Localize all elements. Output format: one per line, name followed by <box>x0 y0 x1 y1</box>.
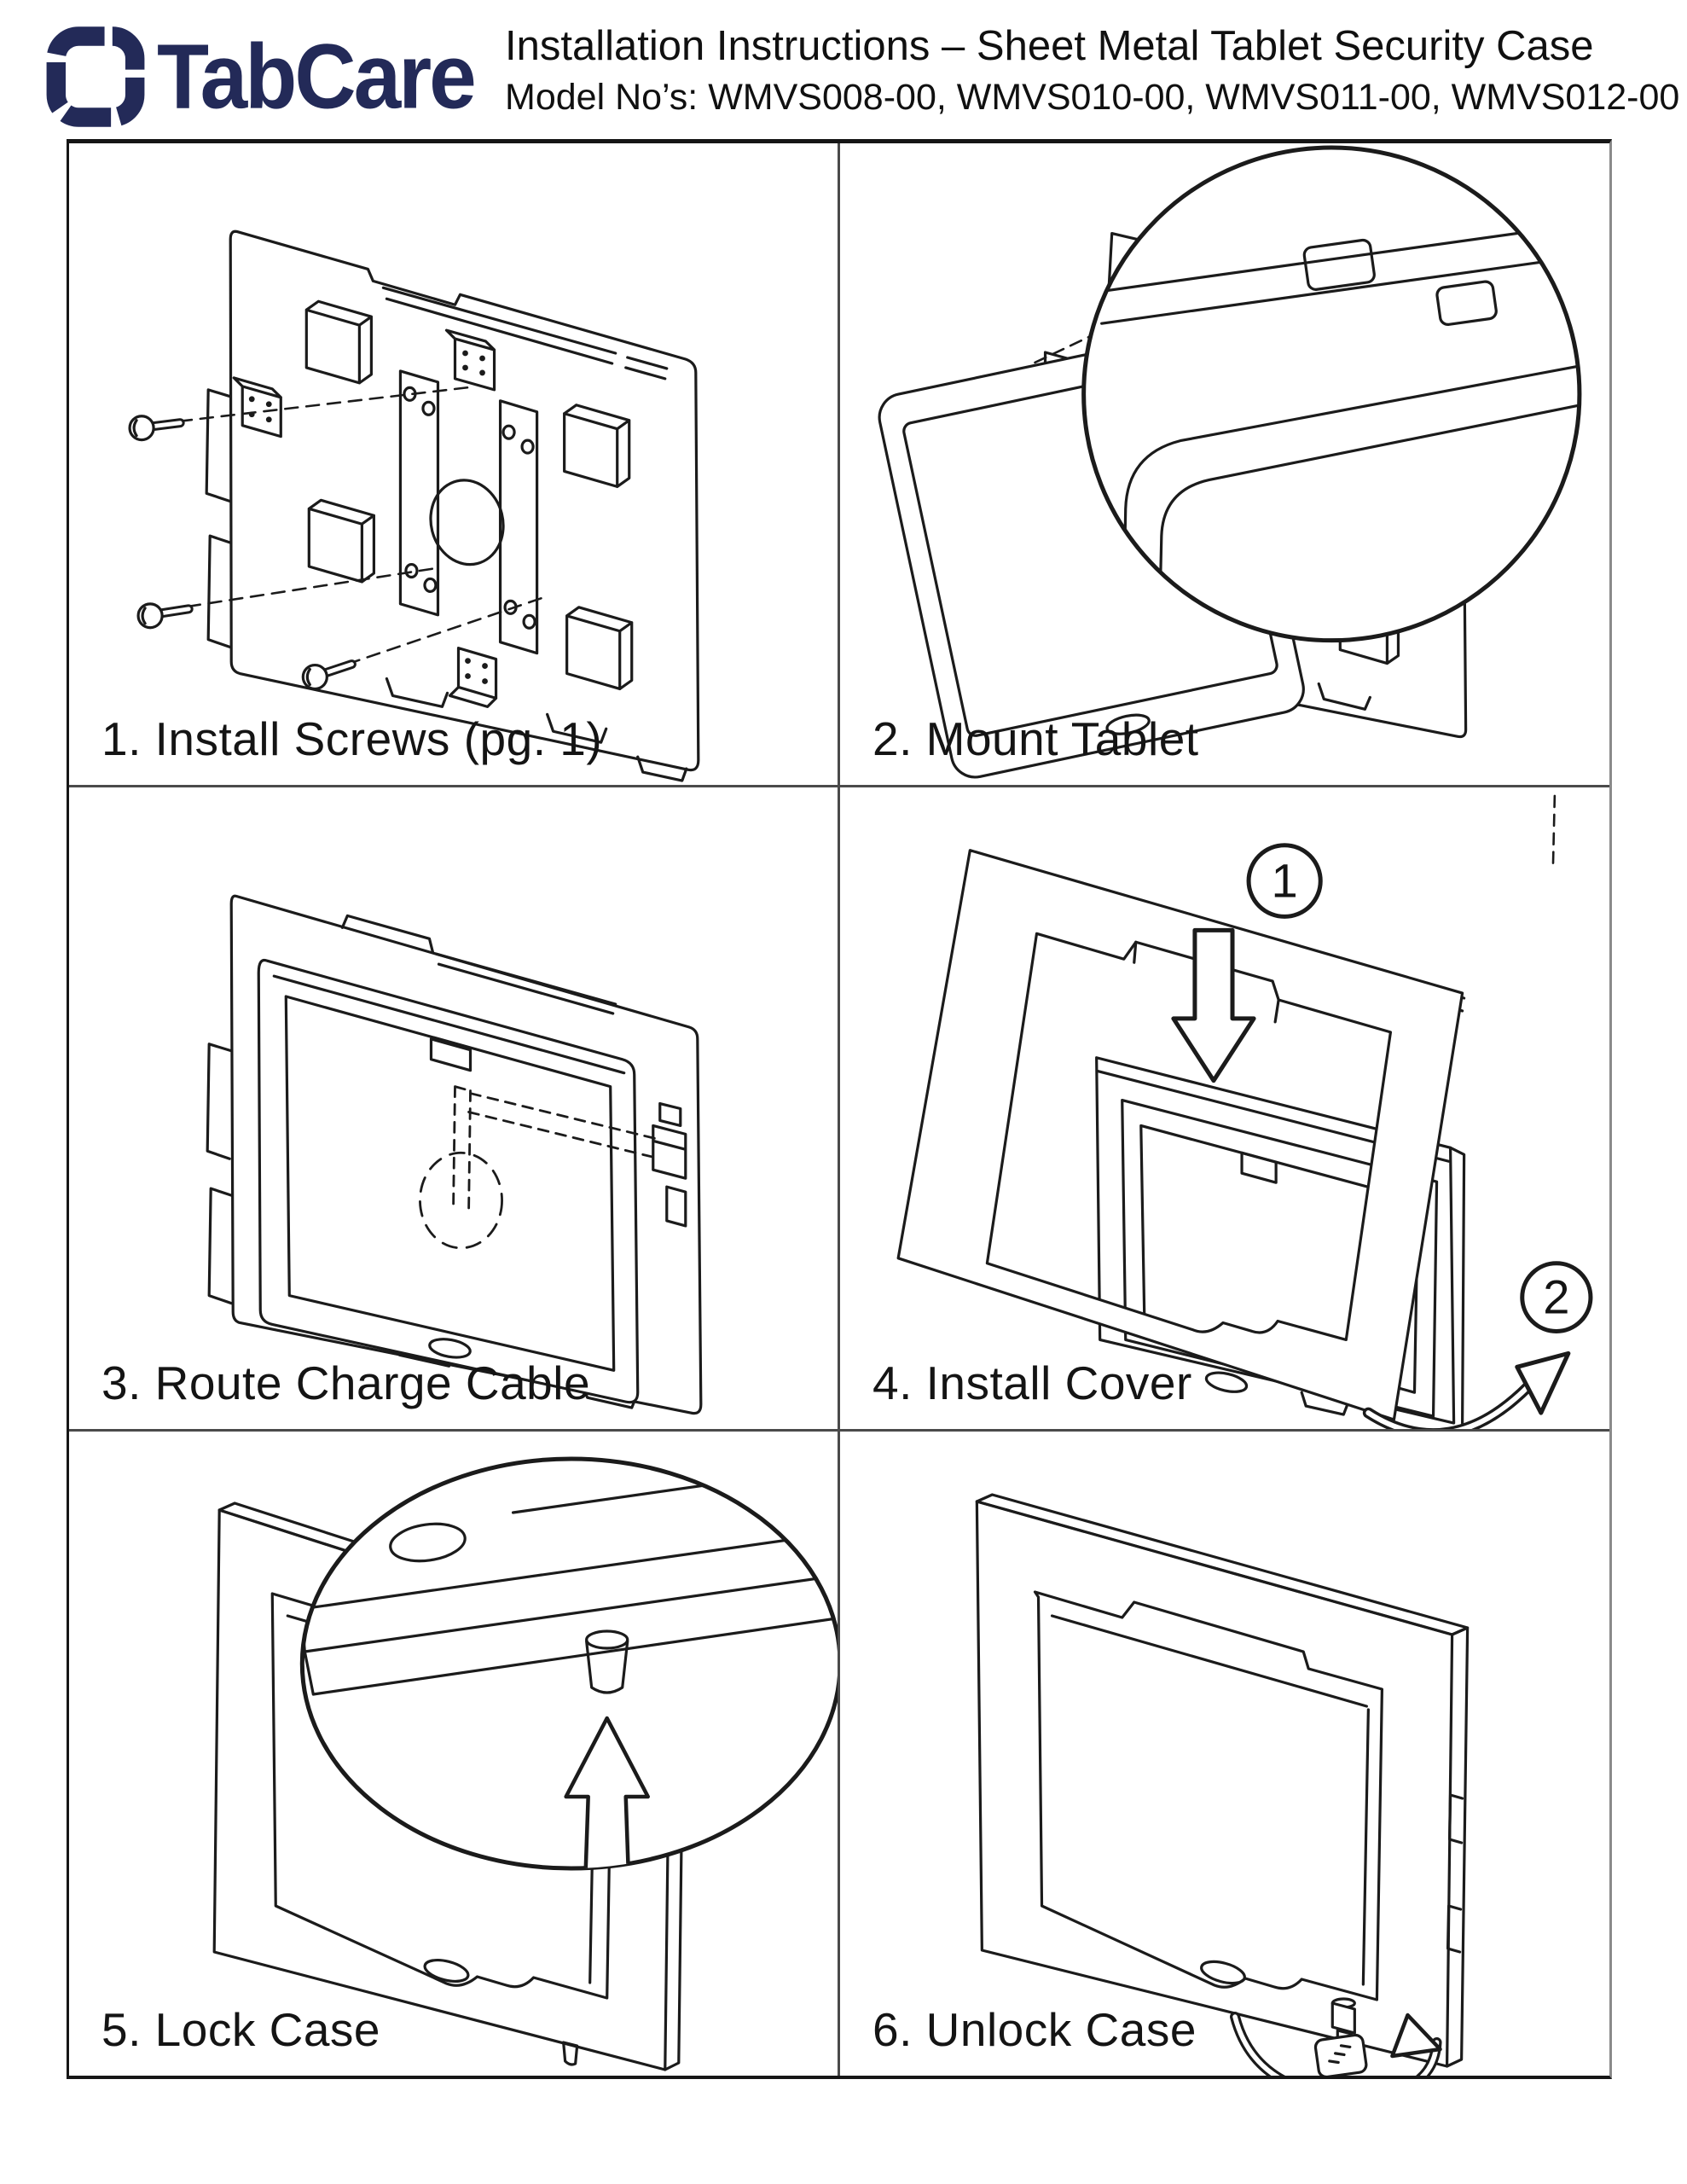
step3-illustration-cable-route <box>206 894 703 1415</box>
callout-1-number: 1 <box>1272 854 1298 908</box>
key-rotation-arrow <box>1230 2012 1442 2076</box>
key-in-lock <box>1313 1997 1368 2076</box>
tablet-logo-icon <box>46 26 145 127</box>
step6-illustration-unlock-case <box>975 1493 1470 2076</box>
step-panel-3: 3. Route Charge Cable <box>69 787 840 1432</box>
callout-1: 1 <box>1171 843 1323 1083</box>
step-panel-2: 2. Mount Tablet <box>840 143 1609 787</box>
rear-tablet-assembly <box>1095 794 1557 1425</box>
step4-illustration-install-cover: 1 2 <box>896 794 1593 1429</box>
step5-illustration-lock-case <box>212 1456 838 2071</box>
home-button <box>1204 1371 1249 1393</box>
home-button <box>423 1959 470 1983</box>
title-block: Installation Instructions – Sheet Metal … <box>505 22 1682 119</box>
callout-2-number: 2 <box>1543 1270 1569 1324</box>
magnified-lock-detail <box>302 1464 838 1868</box>
step5-caption: 5. Lock Case <box>101 2003 381 2056</box>
assembled-case <box>975 1493 1470 2068</box>
back-plate <box>229 894 703 1415</box>
step4-caption: 4. Install Cover <box>872 1356 1192 1409</box>
rotate-arrowhead <box>1515 1350 1571 1415</box>
angle-brackets <box>232 328 498 708</box>
home-button <box>1105 713 1151 735</box>
logo-text: TabCare <box>157 24 477 128</box>
key-head <box>1313 2033 1368 2076</box>
home-button <box>428 1338 472 1359</box>
step-panel-1: 1. Install Screws (pg. 1) <box>69 143 840 787</box>
cable-route-dashes <box>419 1085 660 1250</box>
step3-caption: 3. Route Charge Cable <box>101 1356 591 1409</box>
rotation-arrowhead <box>1390 2013 1442 2059</box>
step1-illustration-back-plate-screws <box>128 229 700 782</box>
callout-2-circle <box>1520 1261 1593 1333</box>
cable-hole <box>429 479 505 566</box>
screws <box>128 415 357 691</box>
step6-caption: 6. Unlock Case <box>872 2003 1197 2056</box>
back-plate-outline <box>229 229 700 772</box>
up-block-arrow <box>564 1716 651 1868</box>
step-panel-5: 5. Lock Case <box>69 1432 840 2076</box>
steps-grid: 1. Install Screws (pg. 1) <box>67 139 1612 2079</box>
home-button-zoomed <box>389 1522 467 1563</box>
screw-alignment-dashes <box>156 386 548 672</box>
step-panel-4: 1 2 4. Install Cover <box>840 787 1609 1432</box>
mounted-tablet <box>257 958 640 1404</box>
magnifier-oval <box>299 1456 838 1871</box>
lock-pin-zoomed <box>585 1629 629 1694</box>
mounting-strips <box>398 369 539 655</box>
doc-model-numbers: Model No’s: WMVS008-00, WMVS010-00, WMVS… <box>505 76 1680 118</box>
charge-connector <box>652 1101 687 1180</box>
down-block-arrow <box>1171 927 1256 1083</box>
foam-pads <box>304 299 634 691</box>
step2-caption: 2. Mount Tablet <box>872 712 1199 765</box>
doc-title: Installation Instructions – Sheet Metal … <box>505 23 1594 69</box>
callout-1-circle <box>1246 843 1323 919</box>
cable-exit-circle <box>419 1151 503 1250</box>
step2-illustration-mount-tablet <box>878 145 1582 779</box>
tabcare-logo: TabCare <box>39 20 477 133</box>
header: TabCare Installation Instructions – Shee… <box>0 0 1687 139</box>
lock-pin-small <box>562 2041 579 2066</box>
magnifier-circle <box>1081 145 1582 643</box>
callout-2: 2 <box>1362 1261 1593 1429</box>
home-button <box>1200 1960 1246 1985</box>
step1-caption: 1. Install Screws (pg. 1) <box>101 712 603 765</box>
cover-frame <box>896 849 1464 1421</box>
step-panel-6: 6. Unlock Case <box>840 1432 1609 2076</box>
